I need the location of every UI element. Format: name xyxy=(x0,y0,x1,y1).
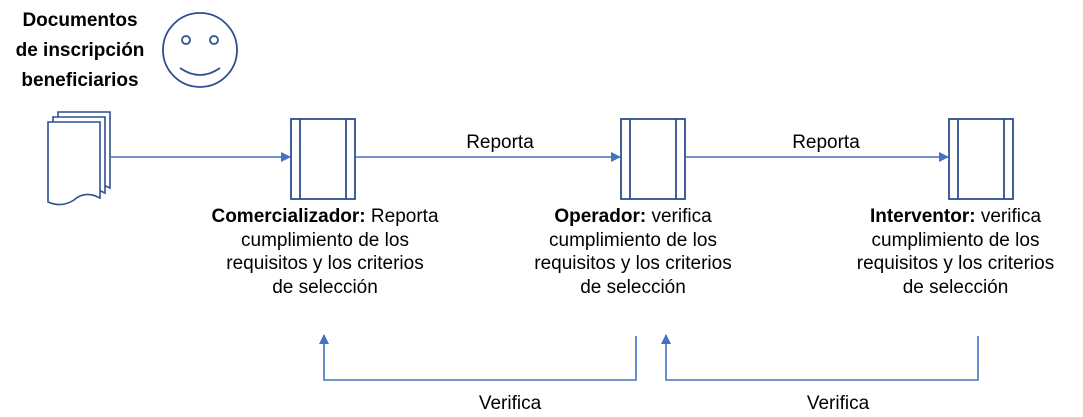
source-title-line: Documentos xyxy=(22,10,138,31)
source-title: Documentos de inscripción beneficiarios xyxy=(0,6,160,96)
node-action: verifica xyxy=(646,206,712,227)
node-action: Reporta xyxy=(365,206,439,227)
node-action: verifica xyxy=(975,206,1042,227)
node-description-line: cumplimiento de los xyxy=(871,229,1040,251)
node-description-operador: Operador: verifica cumplimiento de los r… xyxy=(503,205,763,299)
smiley-face-icon xyxy=(162,12,238,88)
process-box-comercializador xyxy=(290,118,356,200)
node-description-line: cumplimiento de los xyxy=(241,229,409,251)
node-description-line: requisitos y los criterios xyxy=(534,253,732,274)
document-stack-icon xyxy=(47,111,111,206)
node-role: Interventor: xyxy=(869,206,976,227)
source-title-line: beneficiarios xyxy=(21,70,139,91)
process-box-operador xyxy=(620,118,686,200)
node-role: Comercializador: xyxy=(211,206,366,227)
node-role: Operador: xyxy=(554,206,647,227)
arrow-operador-back-to-comercializador xyxy=(319,334,637,381)
process-box-interventor xyxy=(948,118,1014,200)
node-description-line: cumplimiento de los xyxy=(549,229,717,251)
node-description-line: de selección xyxy=(272,276,378,298)
source-title-line: de inscripción xyxy=(15,40,145,61)
edge-label-verifica: Verifica xyxy=(478,393,542,414)
node-description-line: de selección xyxy=(902,276,1009,298)
node-description-line: requisitos y los criterios xyxy=(226,253,424,274)
node-description-line: requisitos y los criterios xyxy=(856,253,1055,274)
node-description-interventor: Interventor: verifica cumplimiento de lo… xyxy=(828,205,1083,299)
node-description-comercializador: Comercializador: Reporta cumplimiento de… xyxy=(180,205,470,299)
arrow-interventor-back-to-operador xyxy=(661,334,979,381)
edge-label-reporta: Reporta xyxy=(792,132,860,153)
node-description-line: de selección xyxy=(580,276,686,298)
edge-label-verifica: Verifica xyxy=(806,393,870,414)
edge-label-reporta: Reporta xyxy=(466,132,534,153)
